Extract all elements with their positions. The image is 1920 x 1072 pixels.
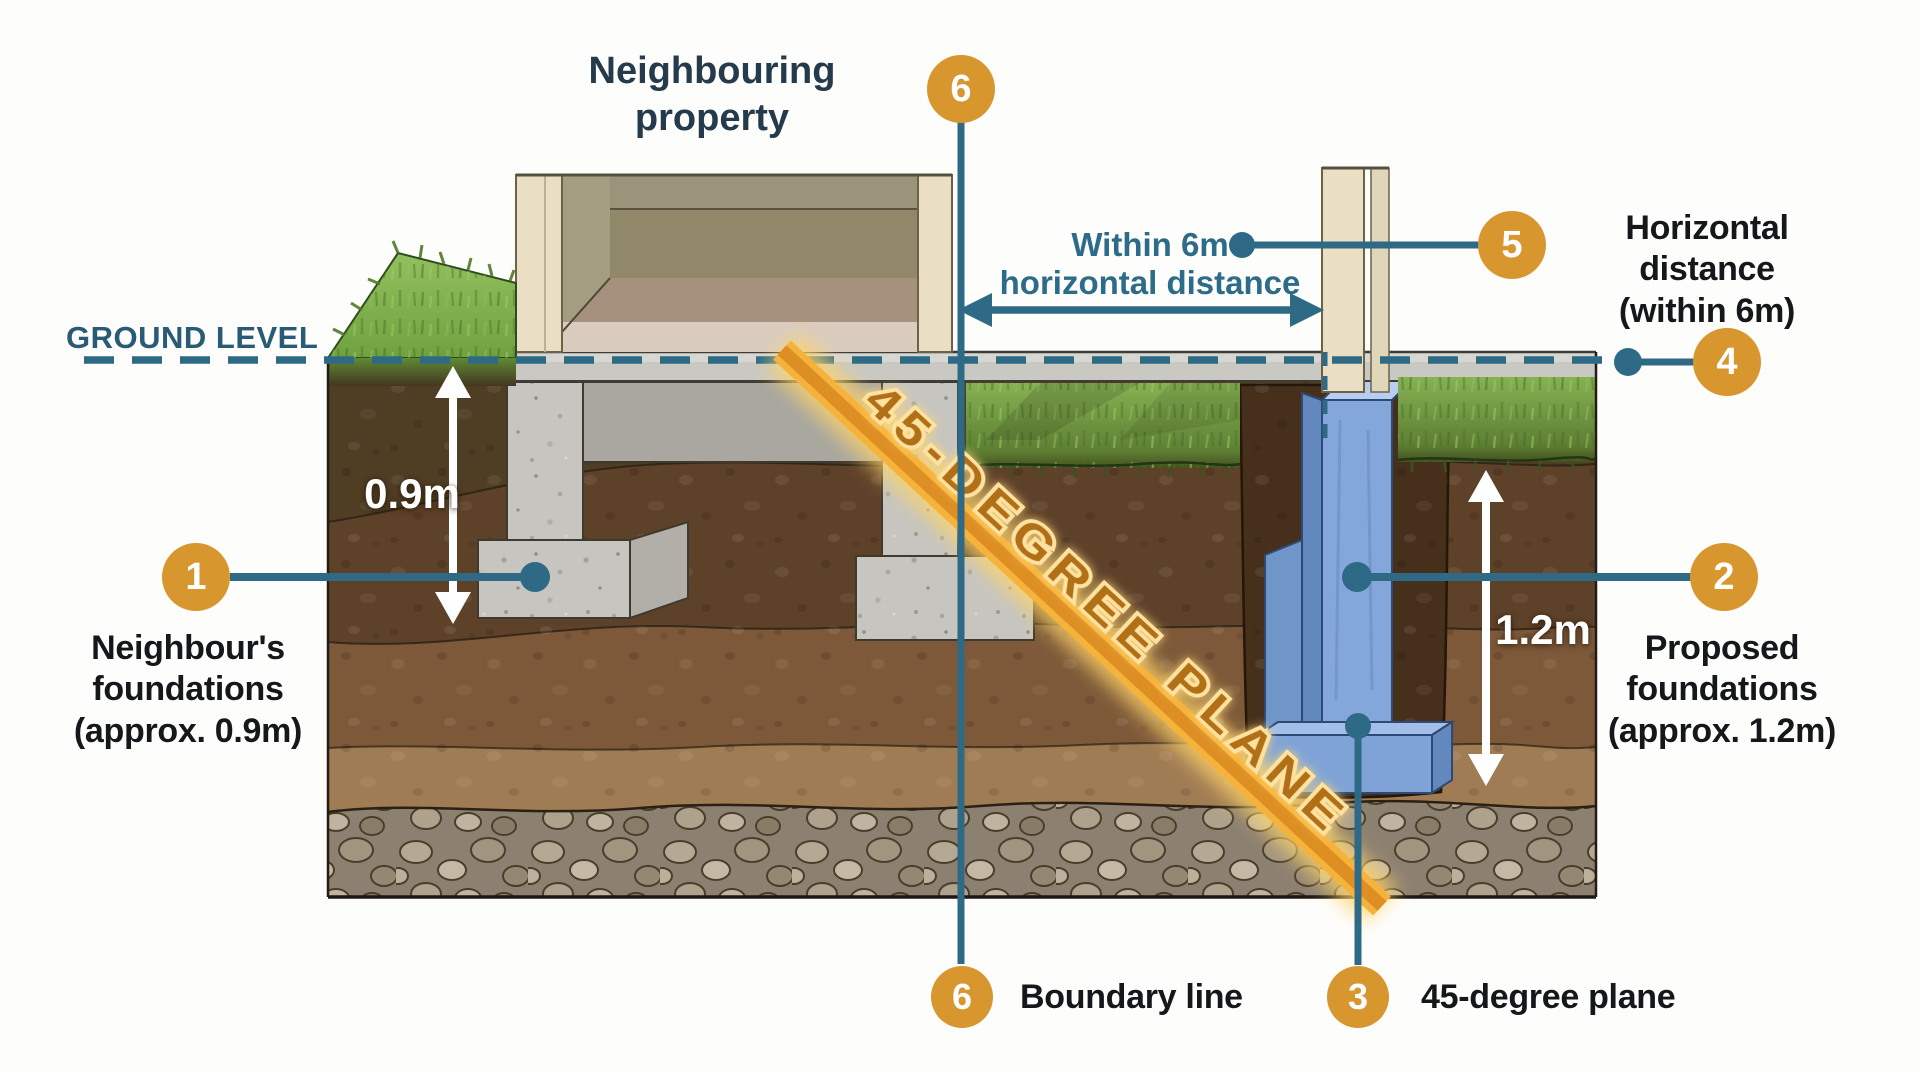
boundary-line-label: Boundary line [1020, 978, 1243, 1016]
neighbouring-house [515, 173, 953, 353]
grass-left [326, 240, 517, 386]
forty-five-degree-plane-band [765, 332, 1399, 924]
neighbouring-property-line2: property [634, 97, 790, 140]
depth-arrow-09m [435, 366, 471, 624]
within-6m-line2: horizontal distance [999, 263, 1301, 301]
proposed-foundations-label: Proposed foundations (approx. 1.2m) [1607, 629, 1837, 750]
within-6m-label: Within 6m horizontal distance [985, 226, 1315, 302]
marker-badge-6-bottom: 6 [931, 966, 993, 1028]
depth-value-12m: 1.2m [1495, 606, 1591, 653]
callout-connectors [230, 232, 1695, 739]
ground-level-label: GROUND LEVEL [66, 320, 319, 355]
marker-badge-2: 2 [1690, 543, 1758, 611]
neighbouring-property-line1: Neighbouring [588, 50, 836, 92]
within-6m-line1: Within 6m [1071, 226, 1229, 263]
proposed-extension-wall [1321, 166, 1390, 393]
marker-badge-4: 4 [1693, 328, 1761, 396]
neighbouring-property-label: Neighbouring property [562, 48, 862, 142]
neighbour-foundations-label: Neighbour's foundations (approx. 0.9m) [73, 629, 303, 750]
proposed-foundation-blue [1254, 379, 1456, 795]
grass-middle [965, 383, 1241, 479]
depth-value-09m: 0.9m [364, 470, 460, 517]
marker-badge-5: 5 [1478, 211, 1546, 279]
depth-arrow-12m [1468, 470, 1504, 786]
horizontal-6m-arrow [958, 293, 1324, 327]
marker-badge-1: 1 [162, 543, 230, 611]
marker-badge-6-top: 6 [927, 55, 995, 123]
horizontal-distance-label: Horizontal distance (within 6m) [1618, 209, 1796, 330]
forty-five-degree-plane-label: 45-degree plane [1421, 978, 1676, 1016]
marker-badge-3: 3 [1327, 966, 1389, 1028]
grass-right [1397, 377, 1597, 473]
section-edges [326, 352, 1598, 897]
